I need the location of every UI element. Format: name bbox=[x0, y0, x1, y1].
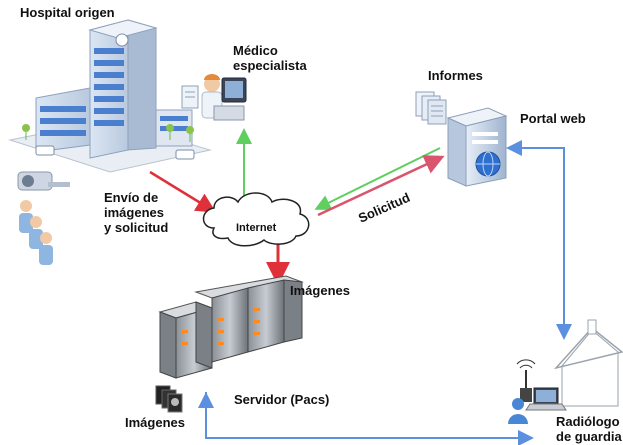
film-images-icon bbox=[155, 385, 183, 413]
mri-scanner-icon bbox=[17, 171, 70, 191]
medico-especialista-label: Médico especialista bbox=[233, 43, 307, 73]
servidor-pacs-label: Servidor (Pacs) bbox=[234, 392, 330, 407]
envio-imagenes-label: Envío de imágenes y solicitud bbox=[104, 190, 169, 235]
hospital-origen-label: Hospital origen bbox=[20, 5, 115, 20]
send-images-arrow bbox=[149, 170, 217, 213]
imagenes-flow-label: Imágenes bbox=[290, 283, 350, 298]
web-server-icon bbox=[446, 107, 508, 187]
patients-group-icon bbox=[19, 200, 53, 265]
server-rack-icon bbox=[158, 275, 304, 379]
solicitud-arrow bbox=[317, 155, 445, 217]
hospital-building-icon bbox=[8, 19, 212, 173]
laptop-icon bbox=[525, 387, 567, 411]
internet-label: Internet bbox=[236, 222, 277, 234]
doctor-computer-icon bbox=[181, 74, 247, 121]
imagenes-bottom-label: Imágenes bbox=[125, 415, 185, 430]
radiologo-guardia-label: Radiólogo de guardia bbox=[556, 414, 622, 444]
documents-stack-icon bbox=[415, 91, 447, 125]
house-icon bbox=[553, 319, 623, 407]
cloud-icon bbox=[202, 192, 310, 247]
portal-web-label: Portal web bbox=[520, 111, 586, 126]
informes-label: Informes bbox=[428, 68, 483, 83]
user-avatar-icon bbox=[508, 398, 528, 424]
portal-radiologo-arrow bbox=[510, 147, 572, 340]
wifi-antenna-icon bbox=[516, 359, 536, 402]
informes-arrow bbox=[314, 147, 441, 210]
